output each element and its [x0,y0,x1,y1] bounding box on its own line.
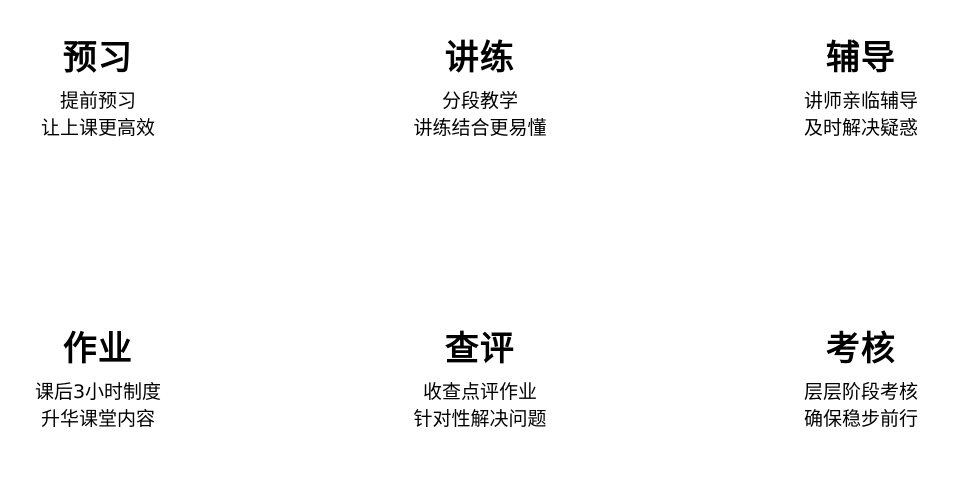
feature-description: 提前预习 让上课更高效 [0,88,218,142]
feature-description: 课后3小时制度 升华课堂内容 [0,379,218,433]
feature-description: 收查点评作业 针对性解决问题 [360,379,600,433]
feature-line: 升华课堂内容 [40,408,155,430]
feature-line: 收查点评作业 [422,381,537,403]
feature-line: 及时解决疑惑 [803,117,918,139]
feature-line: 课后3小时制度 [34,381,162,403]
feature-line: 分段教学 [441,90,518,112]
feature-title: 作业 [63,329,133,369]
feature-line: 讲师亲临辅导 [803,90,918,112]
feature-card-assessment: 考核 层层阶段考核 确保稳步前行 [741,329,958,433]
feature-title: 讲练 [445,38,515,78]
feature-line: 提前预习 [59,90,136,112]
feature-line: 讲练结合更易懂 [413,117,547,139]
feature-title: 预习 [63,38,133,78]
feature-card-preview: 预习 提前预习 让上课更高效 [0,38,218,142]
feature-card-tutoring: 辅导 讲师亲临辅导 及时解决疑惑 [741,38,958,142]
feature-description: 层层阶段考核 确保稳步前行 [741,379,958,433]
feature-description: 讲师亲临辅导 及时解决疑惑 [741,88,958,142]
feature-title: 考核 [826,329,896,369]
feature-line: 针对性解决问题 [413,408,547,430]
feature-title: 辅导 [826,38,896,78]
feature-line: 让上课更高效 [40,117,155,139]
feature-card-homework: 作业 课后3小时制度 升华课堂内容 [0,329,218,433]
feature-title: 查评 [445,329,515,369]
feature-line: 确保稳步前行 [803,408,918,430]
feature-card-review: 查评 收查点评作业 针对性解决问题 [360,329,600,433]
feature-card-lecture-practice: 讲练 分段教学 讲练结合更易懂 [360,38,600,142]
feature-description: 分段教学 讲练结合更易懂 [360,88,600,142]
feature-line: 层层阶段考核 [803,381,918,403]
